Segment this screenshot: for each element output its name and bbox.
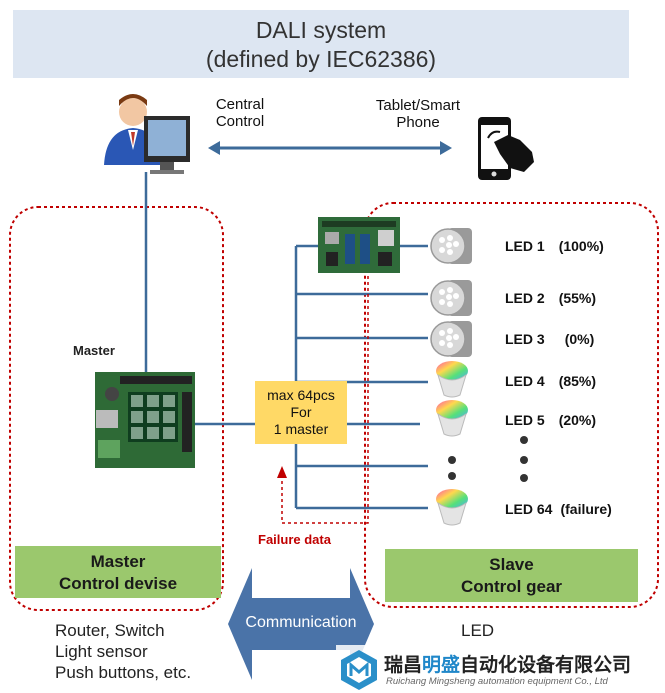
title-box: DALI system (defined by IEC62386) xyxy=(13,10,629,78)
central-control-label: Central Control xyxy=(215,96,265,130)
led-row-label: LED 64 (failure) xyxy=(505,501,612,517)
master-board-icon xyxy=(95,372,195,468)
led-value: (55%) xyxy=(558,290,597,306)
master-devices-list: Router, Switch Light sensor Push buttons… xyxy=(55,621,192,682)
led-value: (100%) xyxy=(558,238,604,254)
led-row-label: LED 1 (100%) xyxy=(505,238,604,254)
master-panel-outline xyxy=(9,206,224,611)
led-bulb-icon xyxy=(430,280,472,316)
watermark: 瑞昌明盛自动化设备有限公司 Ruichang Mingsheng automat… xyxy=(336,645,665,693)
led-name: LED 4 xyxy=(505,373,545,389)
company-logo-icon xyxy=(341,650,377,690)
led-name: LED 1 xyxy=(505,238,545,254)
ellipsis-dot xyxy=(520,436,528,444)
led-value: (failure) xyxy=(560,501,612,517)
led-bulb-icon xyxy=(436,400,468,437)
tablet-label: Tablet/Smart Phone xyxy=(375,97,461,131)
led-value: (85%) xyxy=(558,373,597,389)
led-bulb-icon xyxy=(436,489,468,526)
master-panel-label: Master Control devise xyxy=(15,546,221,598)
watermark-cn-1: 瑞昌 xyxy=(384,655,423,676)
master-label: Master xyxy=(73,343,115,358)
ellipsis-dot xyxy=(448,456,456,464)
communication-arrow xyxy=(228,568,374,680)
slave-devices-list: LED xyxy=(461,621,495,640)
led-row-label: LED 2 (55%) xyxy=(505,290,596,306)
failure-data-label: Failure data xyxy=(258,532,331,547)
slave-panel-label: Slave Control gear xyxy=(385,549,638,602)
capacity-box: max 64pcs For 1 master xyxy=(255,381,347,444)
led-bulb-icon xyxy=(430,321,472,357)
control-arrow-right-head xyxy=(440,141,452,155)
led-bulb-icon xyxy=(436,361,468,398)
led-name: LED 64 xyxy=(505,501,553,517)
title-line-2: (defined by IEC62386) xyxy=(205,46,437,72)
watermark-en: Ruichang Mingsheng automation equipment … xyxy=(386,676,608,687)
title-line-1: DALI system xyxy=(255,17,387,43)
smartphone-icon xyxy=(478,117,534,180)
failure-arrow-head xyxy=(277,466,287,478)
watermark-cn-2: 明盛 xyxy=(422,655,461,676)
ellipsis-dot xyxy=(520,474,528,482)
led-value: (0%) xyxy=(564,331,595,347)
communication-label: Communication xyxy=(245,614,357,631)
led-value: (20%) xyxy=(558,412,597,428)
led-row-label: LED 4 (85%) xyxy=(505,373,596,389)
ellipsis-dot xyxy=(448,472,456,480)
led-row-label: LED 5 (20%) xyxy=(505,412,596,428)
failure-arrow-line xyxy=(281,270,369,524)
led-name: LED 3 xyxy=(505,331,545,347)
led-name: LED 2 xyxy=(505,290,545,306)
slave-panel-outline xyxy=(364,202,659,608)
ellipsis-dot xyxy=(520,456,528,464)
control-arrow-left-head xyxy=(208,141,220,155)
slave-board-icon xyxy=(318,217,400,273)
led-name: LED 5 xyxy=(505,412,545,428)
led-row-label: LED 3 (0%) xyxy=(505,331,594,347)
led-bulb-icon xyxy=(430,228,472,264)
watermark-cn-3: 自动化设备有限公司 xyxy=(460,655,632,676)
user-computer-icon xyxy=(104,94,190,174)
